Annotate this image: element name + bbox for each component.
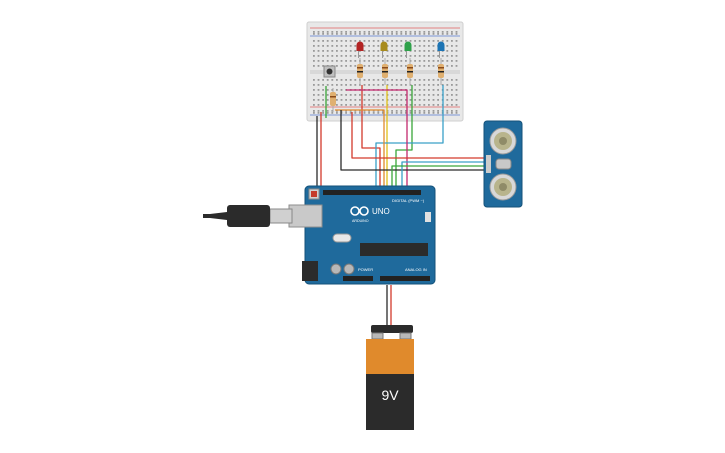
analog-header	[380, 276, 430, 281]
icsp-header	[425, 212, 431, 222]
board-model-label: UNO	[372, 207, 390, 216]
yellow-led	[380, 41, 388, 58]
leds	[356, 41, 445, 58]
resistor-1	[357, 58, 363, 85]
wire-orange-button	[335, 109, 385, 190]
pushbutton[interactable]	[323, 65, 336, 78]
wires	[316, 85, 484, 326]
resistor-2	[382, 58, 388, 85]
wire-green-sensor-echo	[391, 165, 484, 190]
wire-blue-led4	[375, 85, 444, 190]
usb-port	[288, 204, 323, 228]
blue-led	[437, 41, 445, 58]
reset-button[interactable]	[308, 188, 320, 200]
digital-header-label: DIGITAL (PWM ~)	[392, 198, 425, 203]
power-header	[343, 276, 373, 281]
analog-header-label: ANALOG IN	[405, 267, 427, 272]
arduino-uno[interactable]: DIGITAL (PWM ~) POWER ANALOG IN UNO ARDU…	[288, 185, 436, 285]
transducer-top	[489, 127, 517, 155]
microcontroller-chip	[360, 243, 428, 256]
resistor-4	[438, 58, 444, 85]
wire-red-led1	[361, 85, 381, 190]
battery-snap	[371, 325, 413, 333]
wire-blue-sensor-trig	[401, 161, 484, 190]
usb-cable	[203, 205, 293, 227]
ultrasonic-sensor[interactable]	[483, 120, 523, 208]
arduino-logo-icon	[350, 206, 369, 216]
resistors	[330, 58, 444, 112]
battery-9v: 9V	[366, 325, 414, 430]
dc-power-jack	[302, 261, 318, 281]
capacitor-1	[330, 263, 342, 275]
resistor-5	[330, 88, 336, 112]
brand-label: ARDUINO	[352, 219, 369, 223]
digital-header	[323, 190, 421, 195]
battery-label: 9V	[381, 387, 399, 403]
red-led	[356, 41, 364, 58]
capacitor-2	[343, 263, 355, 275]
crystal-oscillator	[332, 233, 352, 243]
wire-red-sensor-vcc	[351, 112, 484, 159]
resistor-3	[407, 58, 413, 85]
wire-magenta	[346, 89, 408, 190]
power-header-label: POWER	[358, 267, 373, 272]
wire-black-sensor-gnd	[340, 110, 484, 171]
transducer-bottom	[489, 173, 517, 201]
green-led	[404, 41, 412, 58]
